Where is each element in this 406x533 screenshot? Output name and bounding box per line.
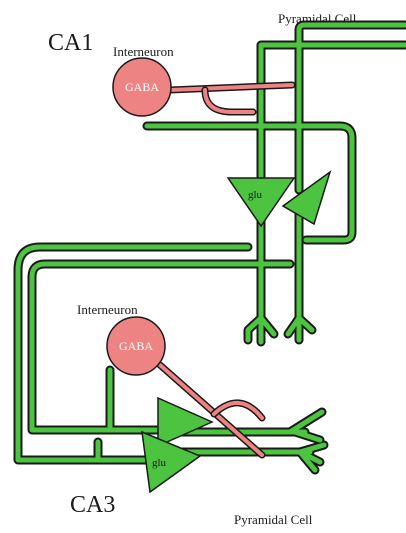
interneuron-label-ca1: Interneuron xyxy=(113,44,174,59)
gaba-label-ca3: GABA xyxy=(119,339,153,353)
glu-label-ca1: glu xyxy=(248,189,263,201)
region-label-ca3: CA3 xyxy=(70,492,115,518)
region-label-ca1: CA1 xyxy=(48,30,93,56)
pyramidal-soma-ca1-left xyxy=(228,178,294,226)
gaba-label-ca1: GABA xyxy=(125,80,159,94)
pyramidal-cell-ca1: glu xyxy=(228,172,330,226)
pyramidal-cell-ca3: glu xyxy=(142,398,212,492)
pyramidal-cell-label-ca3: Pyramidal Cell xyxy=(234,512,313,527)
glu-label-ca3: glu xyxy=(152,457,167,469)
interneuron-label-ca3: Interneuron xyxy=(77,302,138,317)
